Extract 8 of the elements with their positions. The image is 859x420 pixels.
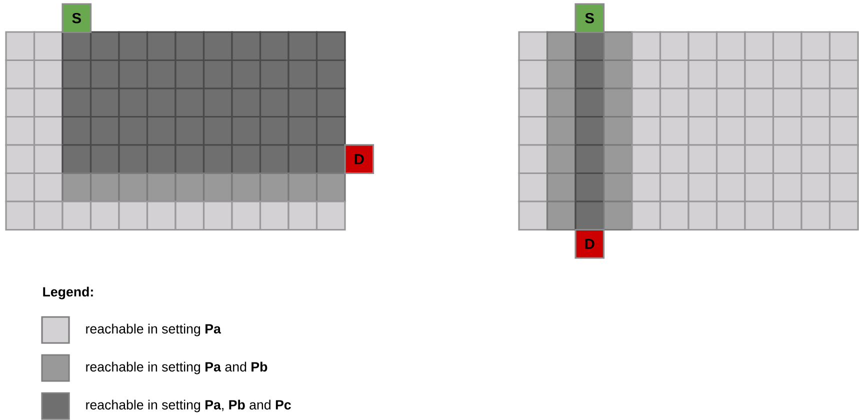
destination-box: D	[344, 144, 374, 174]
legend-text: reachable in setting Pa and Pb	[86, 362, 268, 374]
legend-text: reachable in setting Pa, Pb and Pc	[86, 400, 291, 412]
legend-heading: Legend:	[43, 286, 93, 300]
legend-text: reachable in setting Pa	[86, 324, 222, 336]
destination-box: D	[574, 228, 605, 259]
start-box: S	[62, 3, 92, 34]
start-box: S	[574, 3, 605, 34]
